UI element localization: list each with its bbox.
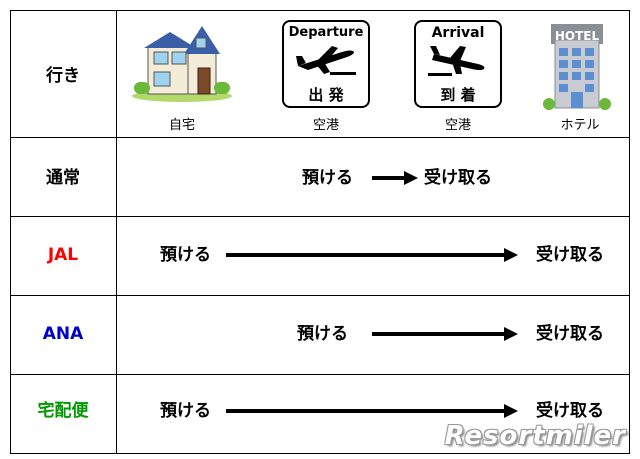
row-label-courier: 宅配便 xyxy=(37,401,89,421)
arrival-caption: 空港 xyxy=(444,118,471,133)
row-label-ana: ANA xyxy=(42,324,84,344)
row-normal-from: 預ける xyxy=(302,168,353,188)
arrow-jal xyxy=(226,248,518,262)
arrow-ana xyxy=(372,327,518,341)
row-divider xyxy=(10,374,630,375)
plane-takeoff-icon xyxy=(296,46,356,75)
row-normal-to: 受け取る xyxy=(424,168,492,188)
row-divider xyxy=(10,137,630,138)
departure-sign-jp: 出 発 xyxy=(308,86,344,104)
row-divider xyxy=(10,295,630,296)
row-label-normal: 通常 xyxy=(46,168,80,188)
row-jal-to: 受け取る xyxy=(536,245,604,265)
hotel-sign-text: HOTEL xyxy=(554,29,600,43)
arrival-sign-jp: 到 着 xyxy=(440,86,476,104)
departure-caption: 空港 xyxy=(312,118,339,133)
arrow-normal xyxy=(372,171,418,185)
house-icon xyxy=(132,26,232,102)
departure-sign-text: Departure xyxy=(288,25,364,40)
column-divider xyxy=(116,10,117,454)
plane-landing-icon xyxy=(428,46,485,76)
row-divider xyxy=(10,216,630,217)
watermark: Resortmiler xyxy=(444,421,626,451)
hotel-icon xyxy=(543,24,611,110)
row-courier-from: 預ける xyxy=(160,401,211,421)
row-label-jal: JAL xyxy=(47,245,79,265)
row-jal-from: 預ける xyxy=(160,245,211,265)
row-courier-to: 受け取る xyxy=(536,401,604,421)
arrival-sign-text: Arrival xyxy=(431,25,485,41)
row-ana-to: 受け取る xyxy=(536,324,604,344)
row-ana-from: 預ける xyxy=(297,324,348,344)
table-frame xyxy=(10,10,630,454)
hotel-caption: ホテル xyxy=(560,118,600,133)
header-label: 行き xyxy=(46,66,80,86)
departure-sign-icon: Departure 出 発 xyxy=(282,20,370,108)
arrival-sign-icon: Arrival 到 着 xyxy=(414,20,502,108)
arrow-courier xyxy=(226,404,518,418)
house-caption: 自宅 xyxy=(168,118,195,133)
